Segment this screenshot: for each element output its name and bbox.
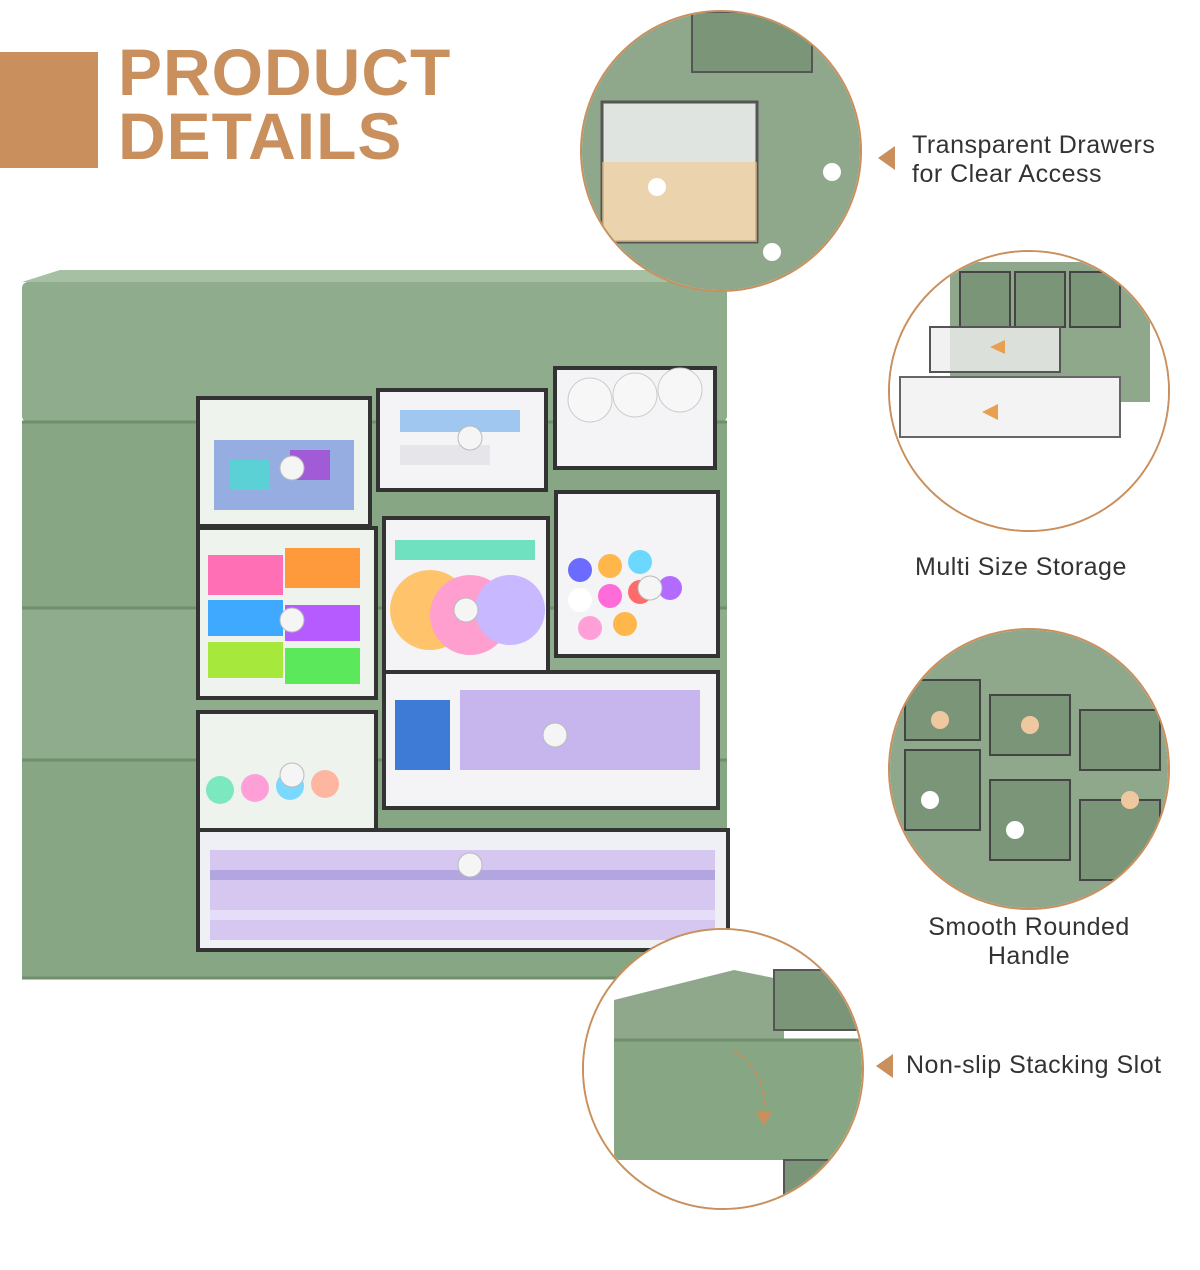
- detail-circle-multi-size-storage: [888, 250, 1170, 532]
- caption-line: Smooth Rounded: [928, 913, 1130, 941]
- caption-transparent-drawers: Transparent Drawers for Clear Access: [912, 131, 1155, 189]
- heading-title: PRODUCT DETAILS: [118, 35, 452, 173]
- caption-line: for Clear Access: [912, 160, 1103, 188]
- product-details-page: PRODUCT DETAILS: [0, 10, 1170, 1210]
- caption-stacking-slot: Non-slip Stacking Slot: [906, 1051, 1162, 1080]
- caption-arrow-icon: [876, 1054, 893, 1078]
- caption-line: Multi Size Storage: [915, 553, 1127, 581]
- detail-circle-stacking-slot: [582, 928, 864, 1210]
- caption-line: Handle: [987, 942, 1071, 970]
- caption-line: Transparent Drawers: [912, 131, 1156, 159]
- caption-line: Non-slip Stacking Slot: [906, 1051, 1162, 1079]
- heading-line-1: PRODUCT: [118, 35, 452, 109]
- caption-rounded-handle: Smooth Rounded Handle: [916, 913, 1142, 971]
- caption-multi-size-storage: Multi Size Storage: [915, 553, 1127, 582]
- organizer-main-image: [22, 270, 730, 980]
- heading-accent-square: [0, 52, 98, 168]
- organizer-top-layer: [22, 282, 727, 422]
- handle-knob: [279, 455, 305, 481]
- detail-circle-transparent-drawers: [580, 10, 862, 292]
- heading-line-2: DETAILS: [118, 99, 403, 173]
- detail-circle-rounded-handle: [888, 628, 1170, 910]
- caption-arrow-icon: [878, 146, 895, 170]
